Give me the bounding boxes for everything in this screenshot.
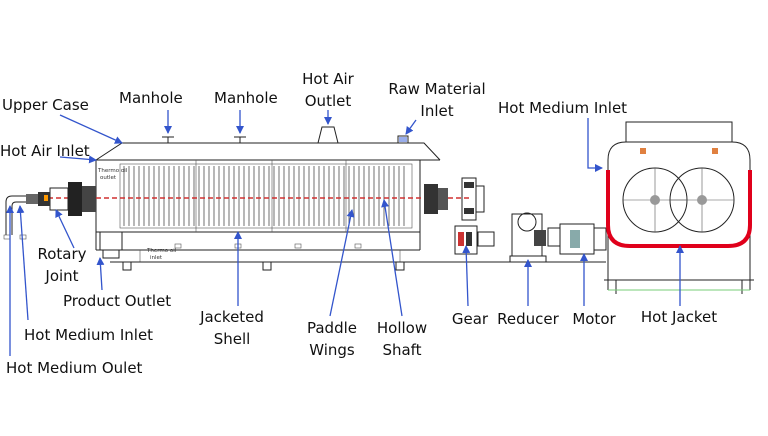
paddle-wings <box>123 166 405 226</box>
label-hollow-shaft-line1: Hollow <box>377 319 427 337</box>
label-raw-material-line2: Inlet <box>420 102 453 120</box>
label-product-outlet: Product Outlet <box>63 292 171 310</box>
label-manhole-2: Manhole <box>214 89 278 107</box>
callout-labels: Upper Case Manhole Manhole Hot Air Outle… <box>0 70 717 377</box>
label-jacketed-shell-line2: Shell <box>214 330 251 348</box>
label-reducer: Reducer <box>497 310 559 328</box>
label-gear: Gear <box>452 310 489 328</box>
label-paddle-wings-line2: Wings <box>309 341 355 359</box>
manhole-nozzles <box>162 136 246 143</box>
label-manhole-1: Manhole <box>119 89 183 107</box>
label-hot-air-inlet: Hot Air Inlet <box>0 142 90 160</box>
dryer-body <box>40 142 470 271</box>
leader-arrows <box>6 110 684 356</box>
label-paddle-wings-line1: Paddle <box>307 319 357 337</box>
thermo-oil-inlet-tag: Thermo oil <box>146 248 177 254</box>
label-hollow-shaft-line2: Shaft <box>382 341 421 359</box>
end-view <box>604 121 754 294</box>
label-hot-medium-inlet-left: Hot Medium Inlet <box>24 326 153 344</box>
drive-assembly <box>420 177 607 263</box>
label-hot-air-outlet-line1: Hot Air <box>302 70 355 88</box>
label-upper-case: Upper Case <box>2 96 89 114</box>
thermo-oil-inlet-tag-line2: inlet <box>150 255 163 261</box>
label-rotary-joint-line2: Joint <box>44 267 78 285</box>
label-hot-jacket: Hot Jacket <box>641 308 717 326</box>
thermo-oil-outlet-tag-line2: outlet <box>100 175 117 181</box>
label-hot-medium-inlet-right: Hot Medium Inlet <box>498 99 627 117</box>
thermo-oil-outlet-tag: Thermo oil <box>97 168 128 174</box>
label-raw-material-line1: Raw Material <box>388 80 485 98</box>
label-motor: Motor <box>572 310 616 328</box>
label-rotary-joint-line1: Rotary <box>37 245 86 263</box>
raw-material-nozzle <box>397 135 409 144</box>
label-hot-air-outlet-line2: Outlet <box>305 92 352 110</box>
label-hot-medium-outlet: Hot Medium Oulet <box>6 359 143 377</box>
label-jacketed-shell-line1: Jacketed <box>199 308 264 326</box>
left-end-assembly <box>3 182 96 240</box>
hot-air-outlet-nozzle <box>317 126 339 144</box>
